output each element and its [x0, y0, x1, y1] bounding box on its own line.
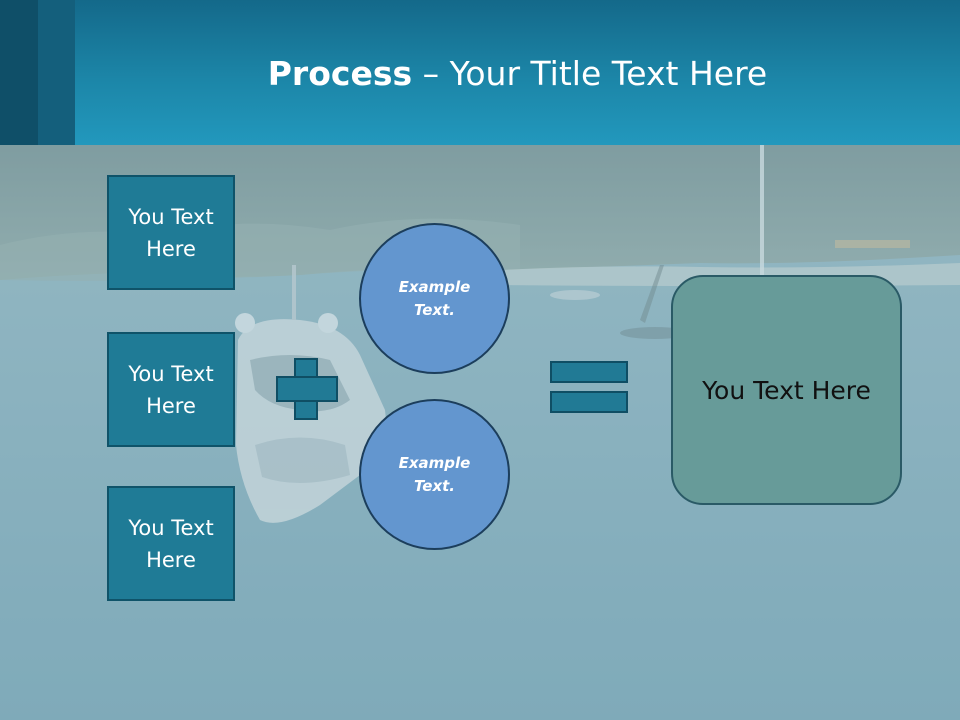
example-circle-2-label: Example Text. — [398, 453, 471, 495]
example-circle-1-label: Example Text. — [398, 277, 471, 319]
input-box-1[interactable]: You Text Here — [107, 175, 235, 290]
slide-title-rest: – Your Title Text Here — [412, 54, 768, 93]
slide-title-bold: Process — [267, 54, 413, 93]
header-accent-band-dark — [0, 0, 38, 145]
input-box-3-label: You Text Here — [128, 515, 214, 572]
example-circle-1[interactable]: Example Text. — [359, 223, 510, 374]
header-accent-band — [38, 0, 75, 145]
plus-icon-center — [296, 378, 316, 400]
result-box-label: You Text Here — [702, 375, 871, 405]
input-box-2-label: You Text Here — [128, 361, 214, 418]
input-box-3[interactable]: You Text Here — [107, 486, 235, 601]
input-box-2[interactable]: You Text Here — [107, 332, 235, 447]
title-bar: Process – Your Title Text Here — [0, 0, 960, 145]
equals-icon-lower-bar — [550, 391, 628, 413]
result-box[interactable]: You Text Here — [671, 275, 902, 505]
input-box-1-label: You Text Here — [128, 204, 214, 261]
example-circle-2[interactable]: Example Text. — [359, 399, 510, 550]
slide-title[interactable]: Process – Your Title Text Here — [75, 52, 960, 96]
equals-icon[interactable] — [550, 361, 628, 383]
